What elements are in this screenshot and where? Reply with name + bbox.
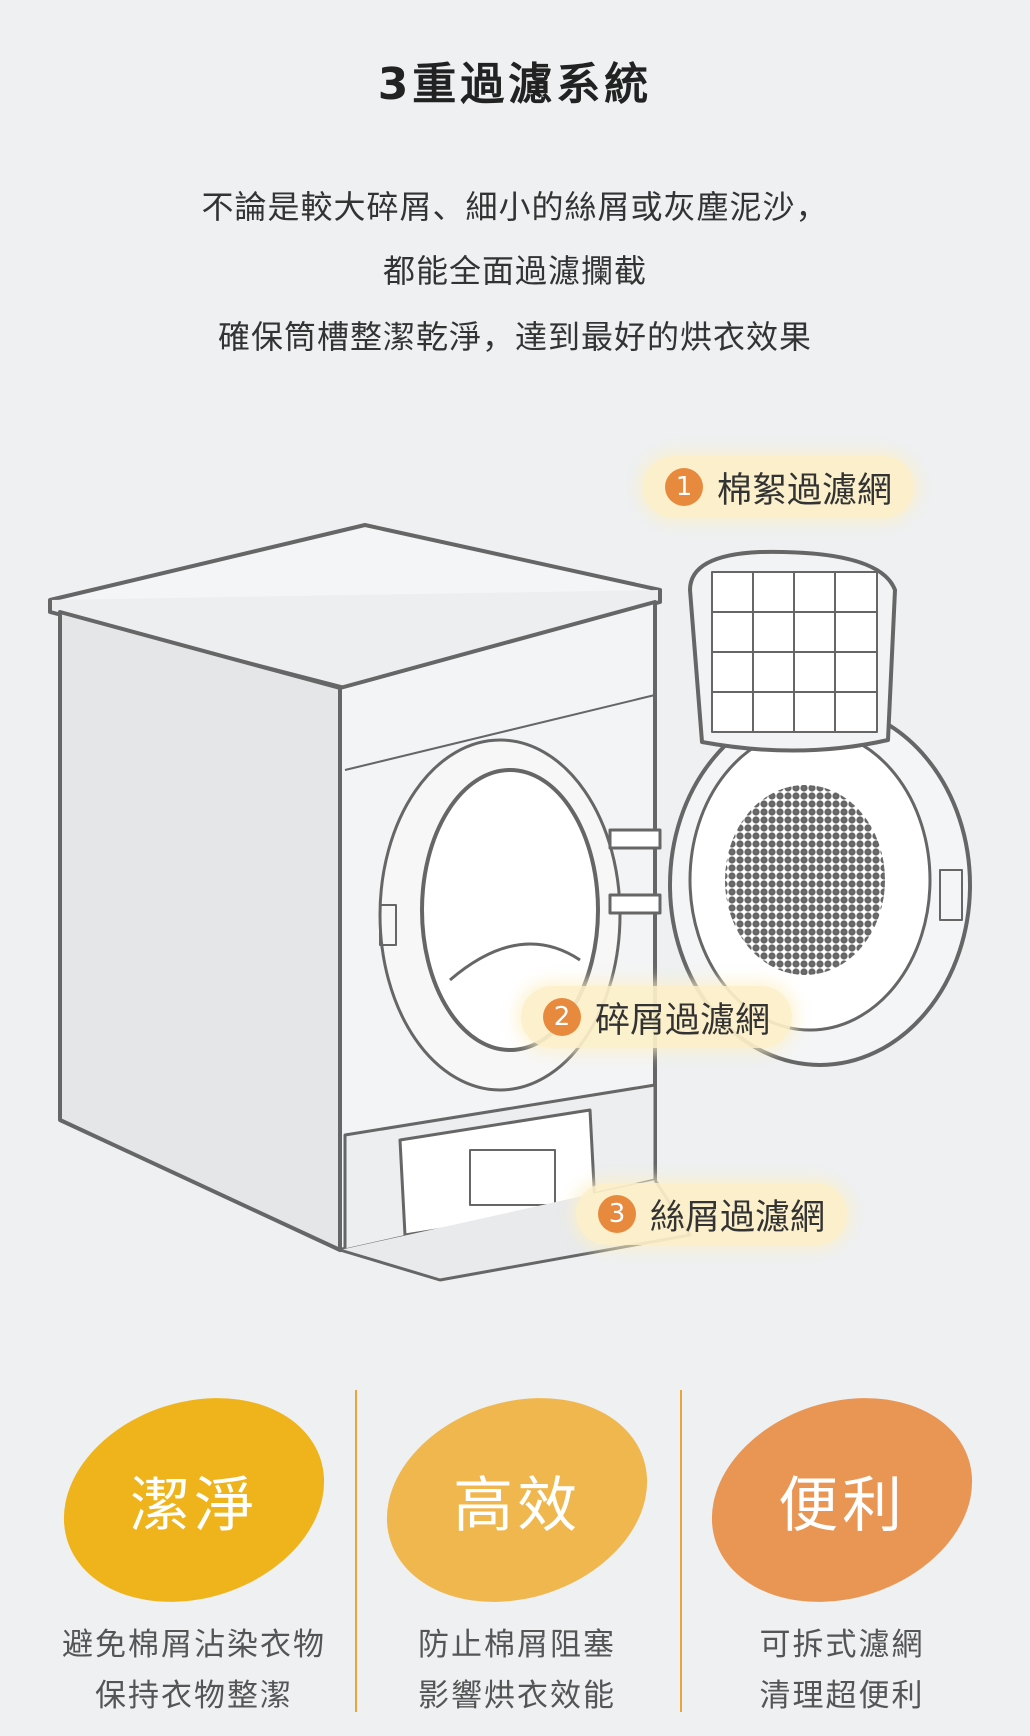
callout-lint-filter: 1 棉絮過濾網 xyxy=(643,456,915,518)
divider xyxy=(680,1390,682,1712)
feature-title: 便利 xyxy=(778,1470,906,1541)
desc-line: 影響烘衣效能 xyxy=(418,1678,616,1714)
intro-line-2: 都能全面過濾攔截 xyxy=(382,252,647,290)
intro-line-1: 不論是較大碎屑、細小的絲屑或灰塵泥沙， xyxy=(201,188,829,226)
desc-line: 可拆式濾網 xyxy=(759,1627,925,1663)
callout-debris-filter: 2 碎屑過濾網 xyxy=(521,986,793,1048)
feature-badge-clean: 潔淨 xyxy=(37,1365,351,1635)
dryer-illustration xyxy=(48,523,972,1282)
divider xyxy=(355,1390,357,1712)
feature-title: 潔淨 xyxy=(130,1470,258,1541)
feature-description: 可拆式濾網 清理超便利 xyxy=(682,1620,1002,1722)
feature-title: 高效 xyxy=(453,1470,581,1541)
callout-label: 碎屑過濾網 xyxy=(595,1000,771,1041)
desc-line: 清理超便利 xyxy=(759,1678,925,1714)
feature-description: 避免棉屑沾染衣物 保持衣物整潔 xyxy=(34,1620,354,1722)
intro-line-3: 確保筒槽整潔乾淨，達到最好的烘衣效果 xyxy=(217,318,812,356)
desc-line: 避免棉屑沾染衣物 xyxy=(62,1627,326,1663)
callout-fiber-filter: 3 絲屑過濾網 xyxy=(576,1183,848,1245)
callout-label: 絲屑過濾網 xyxy=(650,1197,826,1238)
number-badge: 1 xyxy=(665,468,703,506)
feature-badge-convenient: 便利 xyxy=(685,1365,999,1635)
desc-line: 保持衣物整潔 xyxy=(95,1678,293,1714)
feature-description: 防止棉屑阻塞 影響烘衣效能 xyxy=(357,1620,677,1722)
number-badge: 2 xyxy=(543,998,581,1036)
desc-line: 防止棉屑阻塞 xyxy=(418,1627,616,1663)
number-badge: 3 xyxy=(598,1195,636,1233)
page-title: 3重過濾系統 xyxy=(377,59,653,110)
callout-label: 棉絮過濾網 xyxy=(717,470,893,511)
feature-badge-efficient: 高效 xyxy=(360,1365,674,1635)
